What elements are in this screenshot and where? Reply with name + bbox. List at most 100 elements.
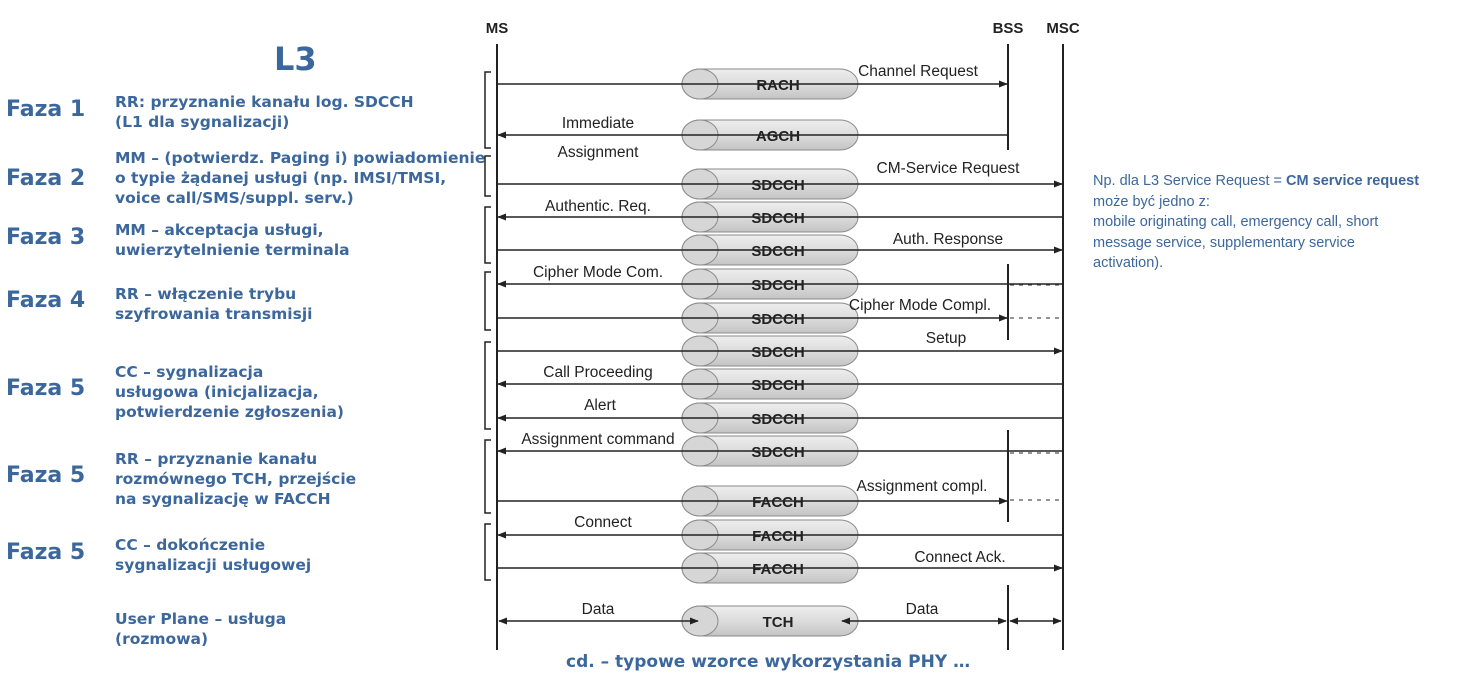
channel-label: SDCCH [751, 210, 804, 227]
message-arrow: Connect Ack. [497, 549, 1063, 572]
channel-label: SDCCH [751, 411, 804, 428]
message-label: CM-Service Request [877, 160, 1021, 177]
channel-cylinder-tch: TCH [681, 605, 859, 637]
message-arrow: Assignment command [497, 431, 1063, 455]
phase-desc-line: RR: przyznanie kanału log. SDCCH [115, 93, 414, 111]
phase-bracket [484, 341, 491, 430]
message-arrow: Alert [497, 397, 1063, 422]
channel-label: RACH [756, 77, 799, 94]
message-label: Auth. Response [893, 231, 1003, 248]
channel-label: AGCH [756, 128, 800, 145]
phase-desc-line: MM – akceptacja usługi, [115, 221, 324, 239]
channel-label: SDCCH [751, 177, 804, 194]
phase-desc-line: na sygnalizację w FACCH [115, 490, 331, 508]
message-arrow: Authentic. Req. [497, 198, 1063, 221]
phase-label: Faza 5 [6, 376, 86, 401]
phase-label: Faza 5 [6, 463, 86, 488]
message-arrow: Channel Request [497, 63, 1008, 88]
phase-bracket [484, 206, 491, 264]
service-request-note: Np. dla L3 Service Request = CM service … [1093, 171, 1478, 274]
phase-bracket [484, 155, 491, 197]
phase-desc-line: CC – dokończenie [115, 536, 266, 554]
channel-label: SDCCH [751, 311, 804, 328]
note-line: może być jedno z: [1093, 193, 1210, 210]
phase-desc-line: szyfrowania transmisji [115, 305, 313, 323]
channel-label: FACCH [752, 561, 804, 578]
phase-label: Faza 5 [6, 540, 86, 565]
phase-bracket [484, 523, 491, 581]
node-ms-label: MS [486, 20, 509, 37]
message-label: Authentic. Req. [545, 198, 651, 215]
message-label: Cipher Mode Compl. [849, 297, 991, 314]
phase-bracket [484, 271, 491, 331]
user-plane-description: User Plane – usługa (rozmowa) [115, 609, 286, 649]
phase-description: RR – włączenie trybu szyfrowania transmi… [115, 284, 312, 324]
phase-desc-line: (rozmowa) [115, 630, 209, 648]
phase-desc-line: MM – (potwierdz. Paging i) powiadomienie [115, 149, 486, 167]
phase-bracket [484, 439, 491, 514]
message-arrow: Auth. Response [497, 231, 1063, 254]
message-label: Data [582, 601, 615, 618]
message-label: Connect Ack. [914, 549, 1005, 566]
node-msc-label: MSC [1046, 20, 1080, 37]
phase-desc-line: User Plane – usługa [115, 610, 287, 628]
caption: cd. – typowe wzorce wykorzystania PHY … [566, 652, 971, 672]
message-label: Assignment compl. [857, 478, 988, 495]
message-label: Assignment command [521, 431, 674, 448]
message-label: Setup [926, 330, 967, 347]
phase-description: MM – (potwierdz. Paging i) powiadomienie… [115, 148, 485, 208]
page-title: L3 [274, 40, 317, 78]
note-first-line: Np. dla L3 Service Request = CM service … [1093, 171, 1478, 192]
phase-label: Faza 4 [6, 288, 86, 313]
phase-label: Faza 3 [6, 225, 86, 250]
phase-description: RR: przyznanie kanału log. SDCCH (L1 dla… [115, 92, 414, 132]
phase-desc-line: RR – przyznanie kanału [115, 450, 318, 468]
message-arrow: Connect [497, 514, 1063, 539]
note-bold: CM service request [1286, 173, 1420, 189]
message-label: Cipher Mode Com. [533, 264, 663, 281]
phase-desc-line: RR – włączenie trybu [115, 285, 297, 303]
phase-desc-line: rozmównego TCH, przejście [115, 470, 357, 488]
phase-bracket [484, 71, 491, 149]
note-line: message service, supplementary service [1093, 234, 1355, 251]
channel-label: FACCH [752, 528, 804, 545]
phase-label: Faza 1 [6, 97, 86, 122]
note-line: mobile originating call, emergency call,… [1093, 214, 1379, 230]
phase-desc-line: potwierdzenie zgłoszenia) [115, 403, 344, 421]
message-arrow: Cipher Mode Compl. [497, 297, 1008, 322]
note-prefix: Np. dla L3 Service Request = [1093, 173, 1287, 189]
node-bss-label: BSS [993, 20, 1024, 37]
message-label: Alert [584, 397, 617, 414]
message-label: Call Proceeding [543, 364, 652, 381]
phase-description: CC – dokończenie sygnalizacji usługowej [115, 535, 311, 575]
channel-label: SDCCH [751, 377, 804, 394]
channel-label: TCH [763, 614, 794, 631]
message-arrow: Data Data [498, 601, 1062, 625]
message-label: Assignment [558, 144, 640, 161]
message-arrow: Assignment compl. [497, 478, 1008, 505]
phase-desc-line: CC – sygnalizacja [115, 363, 264, 381]
phase-desc-line: uwierzytelnienie terminala [115, 241, 350, 259]
phase-desc-line: usługowa (inicjalizacja, [115, 383, 319, 401]
phase-description: CC – sygnalizacja usługowa (inicjalizacj… [115, 362, 344, 422]
channel-label: FACCH [752, 494, 804, 511]
channel-label: SDCCH [751, 277, 804, 294]
phase-desc-line: sygnalizacji usługowej [115, 556, 312, 574]
message-arrow: Call Proceeding [497, 364, 1063, 388]
message-arrow: CM-Service Request [497, 160, 1063, 188]
message-arrow: Cipher Mode Com. [497, 264, 1063, 288]
message-label: Connect [574, 514, 632, 531]
phase-description: RR – przyznanie kanału rozmównego TCH, p… [115, 449, 356, 509]
phase-description: MM – akceptacja usługi, uwierzytelnienie… [115, 220, 350, 260]
message-label: Channel Request [858, 63, 978, 80]
phase-label: Faza 2 [6, 166, 86, 191]
note-line: activation). [1093, 255, 1164, 271]
phase-desc-line: voice call/SMS/suppl. serv.) [115, 189, 354, 207]
message-label: Data [906, 601, 939, 618]
phase-desc-line: o typie żądanej usługi (np. IMSI/TMSI, [115, 169, 447, 187]
channel-label: SDCCH [751, 243, 804, 260]
message-arrow: Setup [497, 330, 1063, 355]
phase-desc-line: (L1 dla sygnalizacji) [115, 113, 290, 131]
